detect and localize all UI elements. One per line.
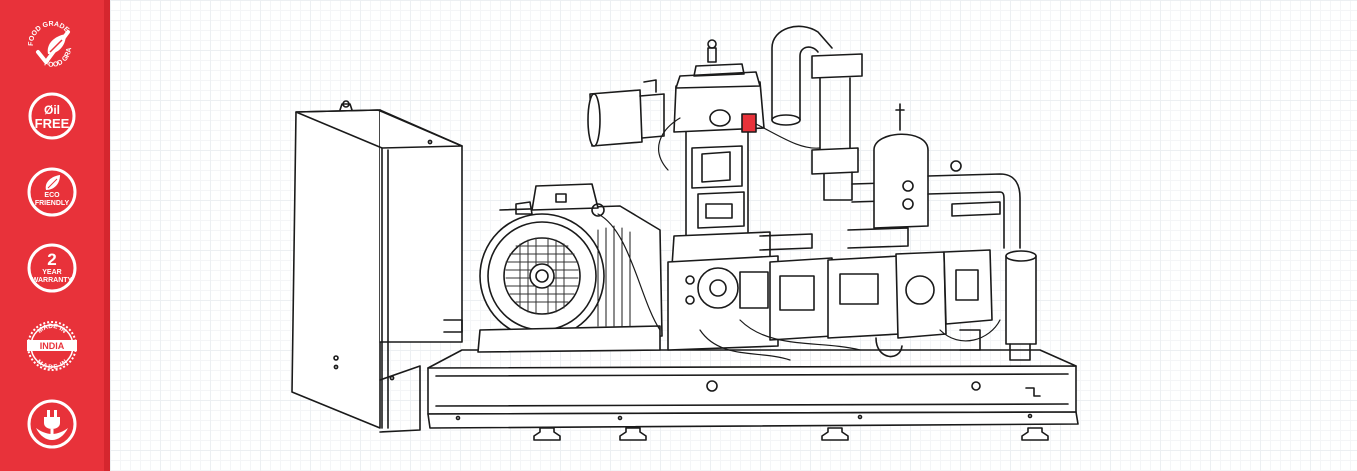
base-frame xyxy=(427,349,1079,429)
hoses-and-cables xyxy=(597,117,1001,361)
india-ribbon-text: INDIA xyxy=(40,341,65,351)
separator-tank xyxy=(873,103,1021,249)
electric-motor xyxy=(443,183,663,353)
compressor-block xyxy=(667,39,779,351)
eco-friendly-line2: FRIENDLY xyxy=(34,200,70,207)
feature-sidebar xyxy=(0,0,104,471)
oil-free-badge: Øil FREE xyxy=(24,88,80,144)
plug-in-hands-icon xyxy=(27,399,77,449)
eco-friendly-line1: ECO xyxy=(44,192,60,199)
anti-vibration-feet xyxy=(533,427,1049,441)
made-in-top-text: MADE IN xyxy=(36,323,67,335)
control-cabinet xyxy=(291,100,463,433)
oil-free-line2: FREE xyxy=(34,116,70,131)
warranty-line1: YEAR xyxy=(42,269,62,276)
discharge-pipe xyxy=(771,25,921,203)
svg-text:MADE IN: MADE IN xyxy=(36,323,67,335)
made-in-india-seal-icon: MADE IN MADE IN INDIA xyxy=(27,321,77,371)
eco-friendly-badge: ECO FRIENDLY xyxy=(24,164,80,220)
sidebar-edge xyxy=(104,0,110,471)
food-grade-leaf-icon: FOOD GRADE FOOD GRADE xyxy=(24,18,73,69)
warranty-badge: 2 YEAR WARRANTY xyxy=(24,240,80,296)
warranty-number: 2 xyxy=(47,250,57,269)
oil-free-icon xyxy=(28,92,76,140)
warranty-icon xyxy=(27,243,77,293)
inlet-filter xyxy=(587,79,665,147)
red-sensor xyxy=(741,113,757,133)
made-in-india-badge: MADE IN MADE IN INDIA xyxy=(24,318,80,374)
oil-free-line1: Øil xyxy=(43,103,60,117)
food-grade-badge: FOOD GRADE FOOD GRADE xyxy=(24,18,80,74)
warranty-line2: WARRANTY xyxy=(31,277,73,284)
airend-assembly xyxy=(759,227,1037,361)
eco-friendly-leaf-icon xyxy=(27,167,77,217)
plug-badge xyxy=(24,396,80,452)
